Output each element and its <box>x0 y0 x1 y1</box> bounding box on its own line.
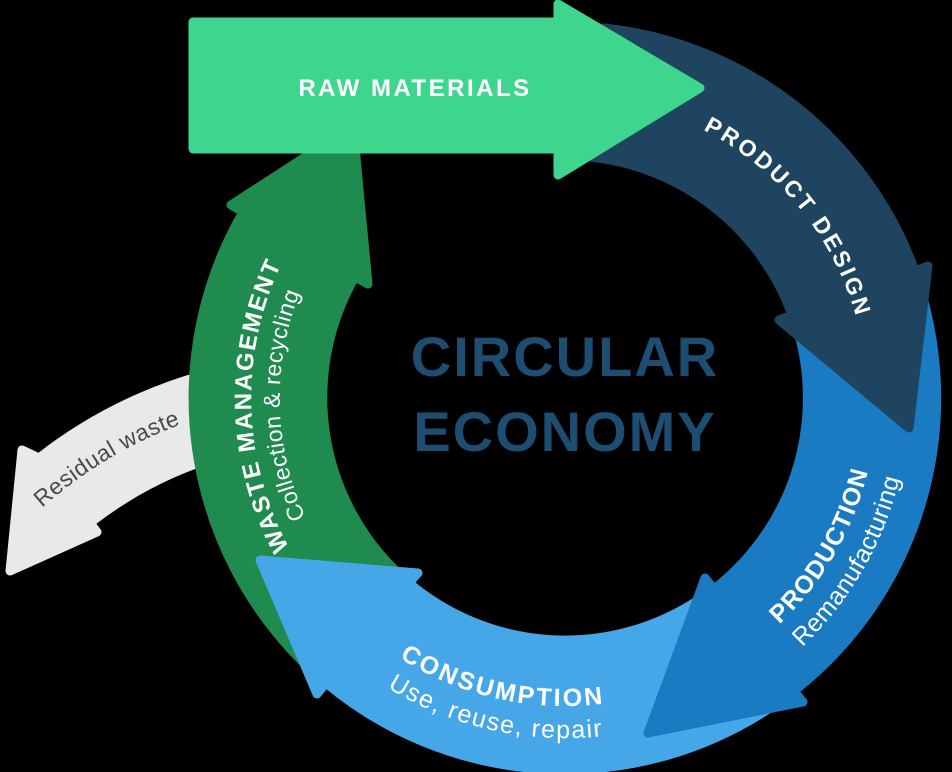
waste-management-arc <box>188 121 402 671</box>
raw-materials-label: RAW MATERIALS <box>298 75 531 102</box>
center-title-line2: ECONOMY <box>413 400 716 463</box>
product-design-arc <box>585 23 933 433</box>
stage-raw-materials: RAW MATERIALS <box>188 0 705 180</box>
raw-materials-arrow <box>188 0 705 180</box>
center-title-line1: CIRCULAR <box>411 325 719 388</box>
consumption-arc <box>255 555 778 772</box>
stage-waste-management: WASTE MANAGEMENT Collection & recycling <box>188 121 402 671</box>
center-title: CIRCULAR ECONOMY <box>411 325 719 463</box>
stage-consumption: CONSUMPTION Use, reuse, repair <box>255 555 778 772</box>
